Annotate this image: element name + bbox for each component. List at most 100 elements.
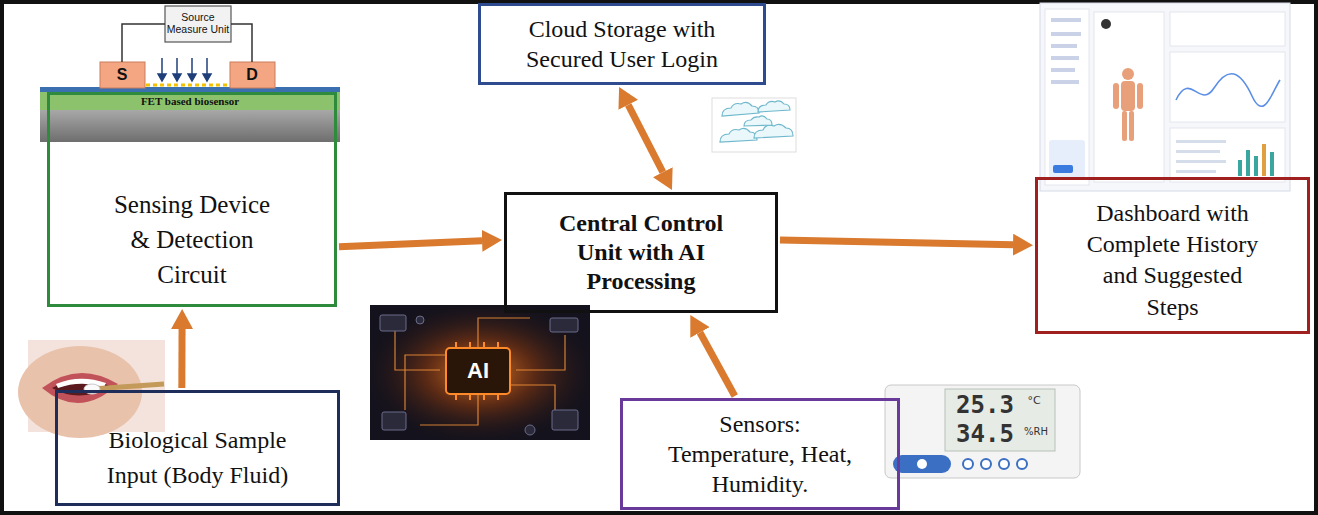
circuit-traces <box>516 335 565 370</box>
image-ground <box>370 305 590 440</box>
ui-icons <box>552 410 578 430</box>
body-figure <box>1113 83 1119 109</box>
chip-pins <box>497 342 499 348</box>
chip-pins <box>455 342 457 348</box>
sidebar-items <box>1051 18 1081 84</box>
circuit-traces <box>405 355 450 410</box>
ui-icons <box>382 412 406 430</box>
body-figure <box>1113 68 1143 141</box>
sidebar-items <box>1051 68 1075 72</box>
cloud-shapes <box>744 116 772 126</box>
process-box: Biological Sample Input (Body Fluid) <box>55 390 340 506</box>
progress-rows <box>1176 170 1216 173</box>
diagram-label: 25.3 <box>949 393 1021 418</box>
drain-pad <box>230 62 275 88</box>
bar-chart <box>1238 144 1274 176</box>
body-figure <box>1122 111 1127 141</box>
chip-body <box>446 348 510 394</box>
flow-arrow <box>628 105 663 172</box>
circuit-traces <box>395 318 565 425</box>
body-figure <box>1121 81 1135 111</box>
circuit-traces <box>420 393 478 425</box>
circuit-traces <box>395 330 440 370</box>
box-label: Cloud Storage with Secured User Login <box>511 14 733 74</box>
diagram-label: 34.5 <box>949 422 1021 447</box>
box-label: Sensors: Temperature, Heat, Humidity. <box>663 409 857 499</box>
bar-chart <box>1270 152 1274 176</box>
chip-pins <box>483 394 485 400</box>
cloud-shapes <box>758 101 790 112</box>
cloud-shapes <box>720 101 793 142</box>
box-label: Sensing Device & Detection Circuit <box>107 187 277 292</box>
measurement-wire <box>231 24 252 62</box>
receptor-arrows <box>173 74 181 81</box>
stat-card <box>1170 12 1285 46</box>
flow-arrow <box>178 329 185 388</box>
bar-chart <box>1246 150 1250 176</box>
ui-icons <box>416 316 424 324</box>
receptor-arrows <box>158 74 166 81</box>
box-label: Dashboard with Complete History and Sugg… <box>1078 198 1267 323</box>
chip-pins <box>497 394 499 400</box>
bars-card <box>1170 128 1285 182</box>
chip-pins <box>455 394 457 400</box>
sidebar-items <box>1051 56 1079 60</box>
chip-pins <box>469 342 471 348</box>
diagram-label: S <box>107 66 137 84</box>
body-figure <box>1137 83 1143 109</box>
receptor-arrows <box>158 58 211 81</box>
diagram-label: D <box>237 66 267 84</box>
circuit-traces <box>478 318 530 347</box>
buttons <box>999 459 1009 469</box>
progress-rows <box>1176 140 1226 173</box>
diagram-label: %RH <box>1020 426 1052 437</box>
flow-arrow <box>780 240 1013 245</box>
circuit-traces <box>506 385 555 420</box>
lcd-display <box>945 389 1055 451</box>
thermo-hygrometer-image <box>885 385 1080 478</box>
body-figure <box>1122 68 1134 80</box>
buttons <box>963 459 1027 469</box>
diagram-label: FET based biosensor <box>90 95 290 107</box>
trend-line <box>1176 74 1280 107</box>
bar-chart <box>1262 144 1266 176</box>
glow <box>370 305 590 440</box>
ui-icons <box>525 425 535 435</box>
chip-pins <box>469 394 471 400</box>
dashboard-screenshot <box>1040 3 1290 191</box>
diagram-label: °C <box>1021 395 1047 407</box>
process-box: Sensors: Temperature, Heat, Humidity. <box>620 398 900 510</box>
profile-panel <box>1094 12 1164 182</box>
chart-card <box>1170 52 1285 122</box>
clouds-image <box>712 98 796 152</box>
buttons <box>1017 459 1027 469</box>
cloud-shapes <box>720 128 757 142</box>
sidebar-items <box>1051 18 1081 22</box>
device-body <box>885 385 1080 478</box>
connector-group <box>182 105 1013 396</box>
sidebar-items <box>1051 44 1077 48</box>
sidebar-button <box>1053 165 1073 173</box>
buttons <box>981 459 991 469</box>
diagram-label: AI <box>450 359 506 383</box>
process-box: Sensing Device & Detection Circuit <box>47 92 337 307</box>
sidebar <box>1045 9 1089 185</box>
avatar <box>1101 19 1111 29</box>
fet-biosensor-illustration <box>40 6 340 142</box>
ui-icons <box>380 315 406 331</box>
image-ground <box>712 98 796 152</box>
channel-line <box>146 84 229 87</box>
source-measure-unit-box <box>165 6 231 42</box>
receptor-arrows <box>188 74 196 81</box>
sidebar-items <box>1051 80 1079 84</box>
sidebar-items <box>1051 32 1081 36</box>
chip-pins <box>483 342 485 348</box>
source-pad <box>100 62 145 88</box>
flow-arrow <box>700 333 735 396</box>
box-label: Central Control Unit with AI Processing <box>537 209 745 295</box>
ui-icons <box>380 315 578 435</box>
diagram-label: Source Measure Unit <box>165 12 231 35</box>
bar-chart <box>1238 160 1242 176</box>
